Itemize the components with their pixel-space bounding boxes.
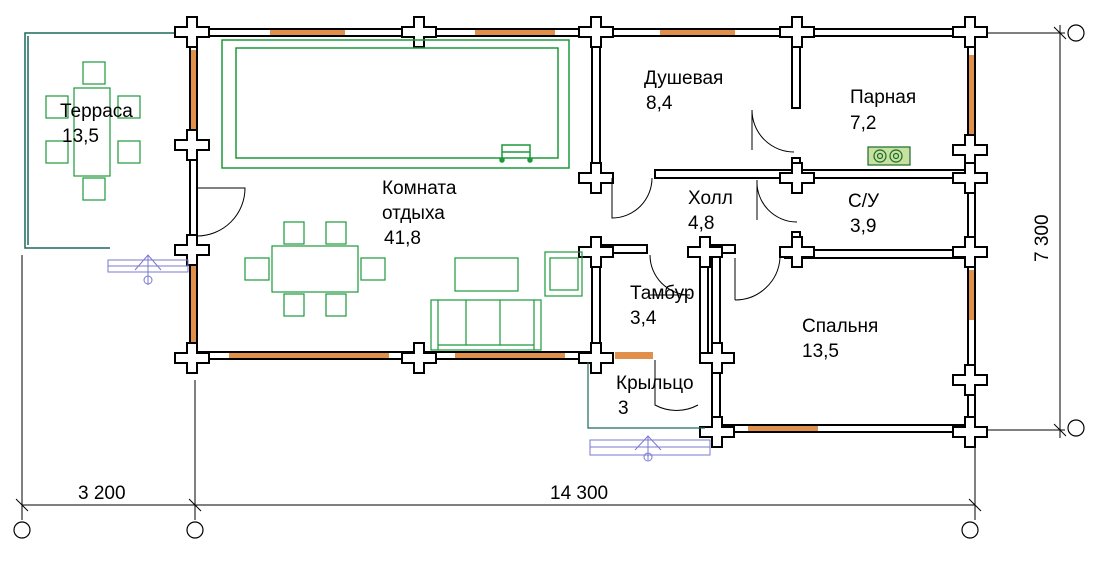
room-area-wc: 3,9 [850, 216, 877, 237]
terrace-outline [24, 32, 185, 249]
room-name-terrace: Терраса [60, 101, 133, 122]
room-area-hall: 4,8 [688, 213, 715, 234]
room-name-wc: С/У [848, 191, 880, 212]
dimension-terrace-width: 3 200 [78, 483, 126, 504]
room-name-bedroom: Спальня [802, 316, 879, 337]
room-name-shower: Душевая [644, 68, 724, 89]
room-name-steam: Парная [850, 87, 917, 108]
room-area-vestibule: 3,4 [630, 308, 657, 329]
door-swings [196, 109, 798, 411]
room-area-steam: 7,2 [850, 113, 877, 134]
axis-markers [13, 24, 1085, 539]
room-name-vestibule: Тамбур [630, 283, 695, 304]
dimension-lines [15, 25, 1067, 520]
room-name-hall: Холл [688, 188, 733, 209]
room-area-terrace: 13,5 [62, 126, 99, 147]
porch-outline [587, 362, 705, 429]
stove [867, 146, 911, 166]
pool [221, 39, 570, 169]
log-crosses [174, 16, 988, 448]
room-area-shower: 8,4 [646, 93, 673, 114]
rest-room-furniture [244, 221, 583, 351]
stairs [107, 254, 711, 462]
dimension-house-length: 14 300 [550, 483, 609, 504]
room-name2-rest-room: отдыха [382, 203, 445, 224]
terrace-table [45, 61, 141, 201]
dimension-house-width: 7 300 [1032, 214, 1053, 262]
room-name-rest-room: Комната [382, 178, 457, 199]
room-name-porch: Крыльцо [616, 373, 694, 394]
room-area-porch: 3 [618, 398, 629, 419]
room-area-rest-room: 41,8 [384, 228, 421, 249]
windows [190, 29, 975, 432]
room-area-bedroom: 13,5 [802, 341, 839, 362]
